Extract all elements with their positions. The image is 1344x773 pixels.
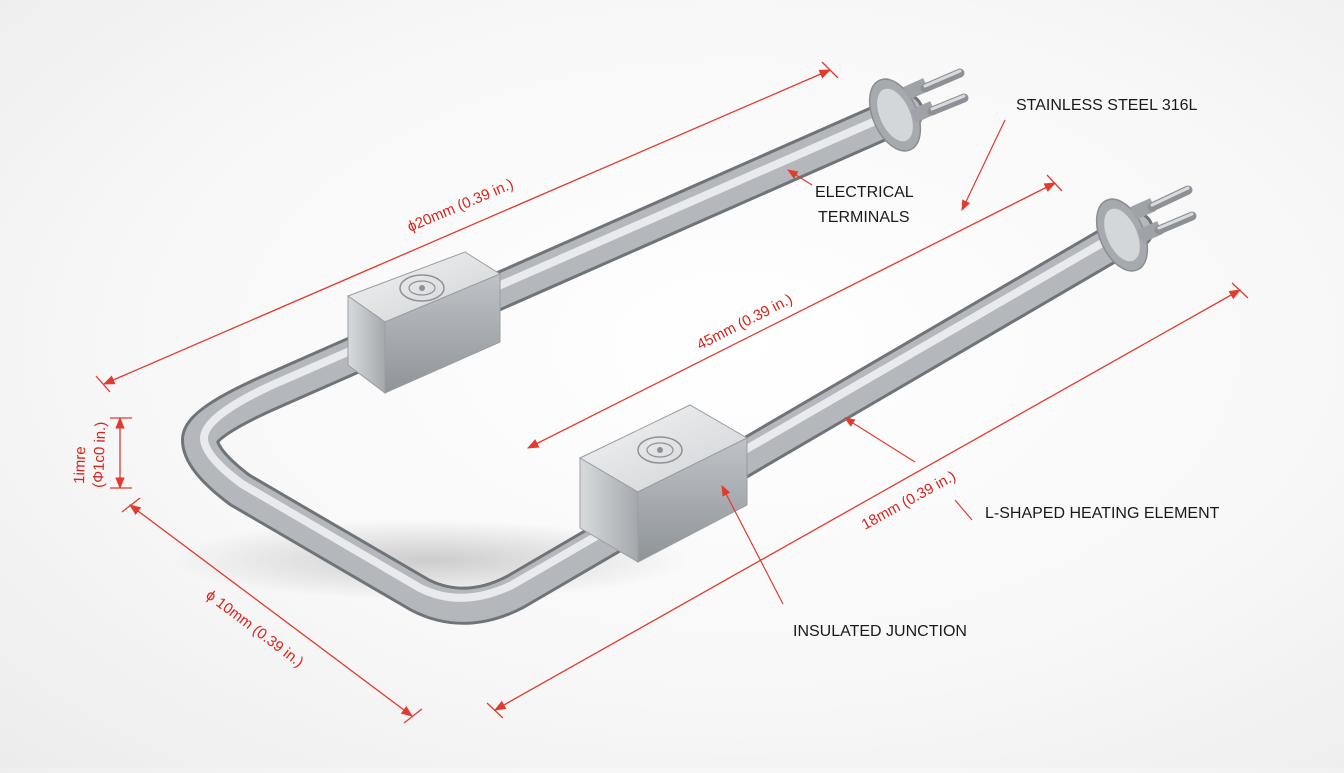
leader-junction [721, 485, 784, 605]
dim-label-right: 18mm (0.39 in.) [859, 468, 959, 534]
terminal-right [1095, 185, 1197, 272]
leader-material [961, 119, 1006, 211]
terminal-top [868, 68, 969, 152]
dim-label-middle: 45mm (0.39 in.) [694, 291, 795, 354]
leader-element [844, 417, 916, 463]
dimension-lines [95, 61, 1249, 724]
dim-tick [95, 375, 111, 393]
callout-element: L-SHAPED HEATING ELEMENT [985, 505, 1220, 522]
dim-tick [1231, 282, 1249, 299]
callout-material: STAINLESS STEEL 316L [1016, 97, 1198, 114]
leader-terminals [787, 169, 813, 186]
junction-block-lower [578, 404, 749, 563]
leader-element-tick [954, 499, 973, 521]
dim-label-left-1: 1imre [71, 446, 89, 484]
dim-line-top [102, 69, 832, 385]
callout-terminals-2: TERMINALS [818, 209, 910, 226]
dim-tick [121, 497, 141, 513]
dim-label-top: ϕ20mm (0.39 in.) [405, 176, 516, 236]
junction-block-upper [346, 251, 502, 395]
dim-line-bottom [129, 504, 413, 717]
dim-tick [821, 61, 839, 79]
callout-terminals-1: ELECTRICAL [815, 184, 914, 201]
leader-lines [721, 119, 1006, 605]
dim-tick [1046, 174, 1063, 192]
dim-tick [403, 708, 423, 724]
callout-junction: INSULATED JUNCTION [793, 623, 967, 640]
dim-label-left-2: (Φ1c0 in.) [90, 421, 109, 488]
dim-label-bottom: ϕ 10mm (0.39 in.) [203, 587, 307, 671]
heating-tube [181, 93, 1154, 625]
dim-line-right [493, 289, 1242, 711]
dim-tick [486, 702, 504, 719]
